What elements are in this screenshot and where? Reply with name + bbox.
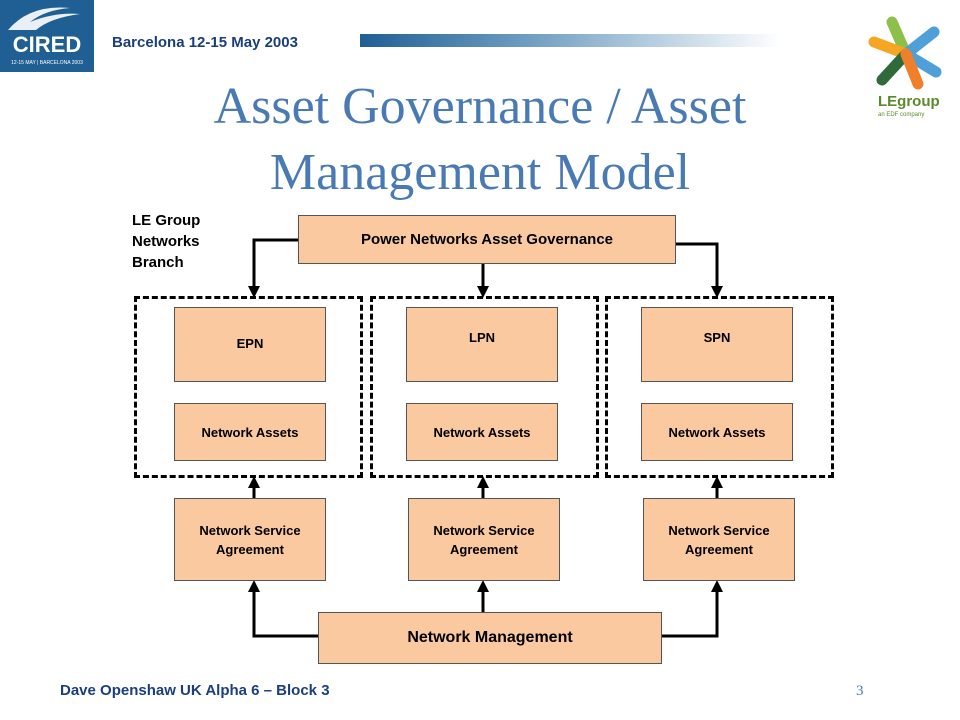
epn-box: EPN (174, 307, 326, 382)
governance-to-spn-connector (676, 242, 723, 298)
branch-label: LE Group Networks Branch (132, 210, 200, 273)
le-group-logo-graphic: LEgroup an EDF company (868, 16, 942, 118)
header-gradient-bar (360, 34, 780, 47)
epn-branch-frame (134, 296, 363, 478)
management-to-epn-agreement-connector (248, 580, 318, 638)
epn-service-agreement-box: Network Service Agreement (174, 498, 326, 581)
conference-label: Barcelona 12-15 May 2003 (112, 34, 298, 51)
spn-branch-frame (605, 296, 834, 478)
branch-label-line-1: LE Group (132, 212, 201, 229)
lpn-service-agreement-box: Network Service Agreement (408, 498, 560, 581)
slide-title-line-1: Asset Governance / Asset (213, 78, 747, 135)
branch-label-line-2: Networks (132, 233, 200, 250)
network-management-box: Network Management (318, 612, 662, 664)
slide-title: Asset Governance / Asset Management Mode… (80, 74, 880, 206)
lpn-branch-frame (370, 296, 599, 478)
spn-service-agreement-box: Network Service Agreement (643, 498, 795, 581)
le-group-logo-subtext: an EDF company (878, 112, 924, 118)
cired-logo-graphic: CIRED 12-15 MAY | BARCELONA 2003 (8, 7, 83, 66)
presenter-footer: Dave Openshaw UK Alpha 6 – Block 3 (60, 682, 330, 699)
slide-title-line-2: Management Model (269, 144, 691, 201)
cired-logo-text: CIRED (13, 32, 81, 57)
epn-network-assets-box: Network Assets (174, 403, 326, 461)
branch-label-line-3: Branch (132, 254, 184, 271)
page-number: 3 (856, 683, 864, 699)
governance-box: Power Networks Asset Governance (298, 215, 676, 264)
spn-network-assets-box: Network Assets (641, 403, 793, 461)
governance-to-epn-connector (248, 238, 298, 298)
cired-logo-subtext: 12-15 MAY | BARCELONA 2003 (11, 60, 83, 66)
lpn-network-assets-box: Network Assets (406, 403, 558, 461)
cired-logo: CIRED 12-15 MAY | BARCELONA 2003 (0, 0, 94, 72)
le-group-logo: LEgroup an EDF company (862, 12, 950, 122)
management-to-spn-agreement-connector (662, 580, 723, 638)
spn-box: SPN (641, 307, 793, 382)
lpn-box: LPN (406, 307, 558, 382)
le-group-logo-text: LEgroup (878, 93, 940, 110)
